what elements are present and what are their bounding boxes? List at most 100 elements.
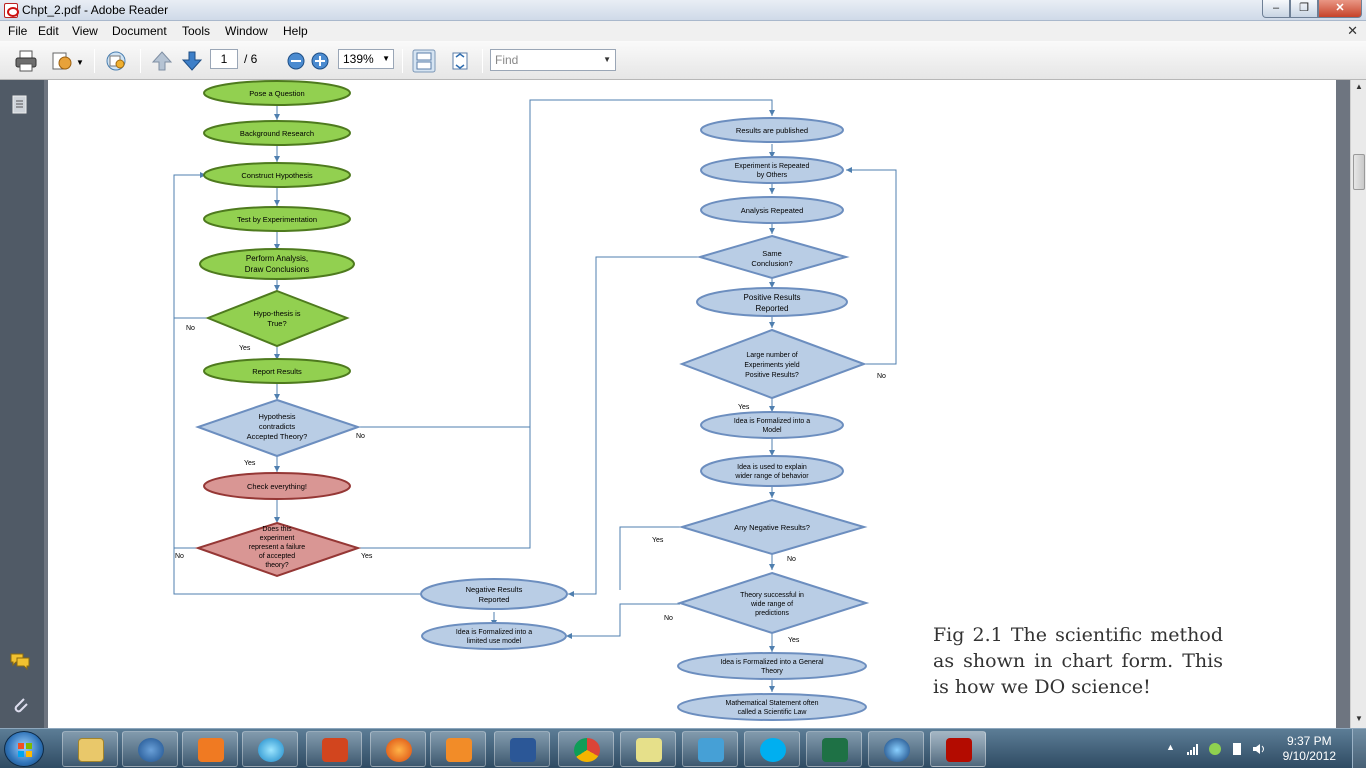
node-label: represent a failure: [249, 544, 306, 551]
fit-page-icon[interactable]: [448, 49, 472, 73]
taskbar-google-earth[interactable]: [868, 731, 924, 767]
taskbar: ▲ 9:37 PM 9/10/2012: [0, 728, 1366, 768]
node-label: by Others: [757, 172, 788, 179]
start-button[interactable]: [4, 731, 44, 767]
zoom-out-icon[interactable]: [284, 49, 308, 73]
close-document-icon[interactable]: ✕: [1347, 23, 1358, 38]
pages-icon[interactable]: [9, 94, 31, 116]
network-signal-icon[interactable]: [1186, 742, 1200, 756]
close-button[interactable]: ✕: [1318, 0, 1362, 18]
messenger-icon: [698, 738, 724, 762]
comment-icon[interactable]: [9, 650, 31, 672]
globe-icon: [258, 738, 284, 762]
toolbar-separator: [402, 49, 403, 73]
node-label: Idea is Formalized into a General: [720, 659, 824, 666]
taskbar-explorer[interactable]: [62, 731, 118, 767]
pdf-page: Pose a Question Background Research Cons…: [48, 80, 1336, 728]
volume-icon[interactable]: [1252, 742, 1266, 756]
node-any-negative: Any Negative Results?: [678, 498, 868, 556]
menu-view[interactable]: View: [72, 24, 98, 38]
node-label: Does this: [262, 526, 292, 533]
toolbar-separator: [94, 49, 95, 73]
menu-file[interactable]: File: [8, 24, 28, 38]
battery-icon[interactable]: [1208, 742, 1222, 756]
node-label: Reported: [479, 595, 510, 604]
node-label: Large number of: [746, 352, 797, 359]
taskbar-powerpoint[interactable]: [306, 731, 362, 767]
taskbar-adobe-reader[interactable]: [930, 731, 986, 767]
node-repeated-by-others: Experiment is Repeated by Others: [700, 156, 844, 184]
zoom-level-select[interactable]: 139% ▼: [338, 49, 394, 69]
node-label: Positive Results?: [745, 372, 799, 379]
minimize-button[interactable]: ‒: [1262, 0, 1290, 18]
powerpoint-icon: [322, 738, 348, 762]
menu-document[interactable]: Document: [112, 24, 167, 38]
label-no: No: [186, 325, 195, 332]
node-label: Positive Results: [744, 293, 801, 302]
media-player-icon: [446, 738, 472, 762]
node-hypothesis-true: Hypo-thesis is True?: [205, 289, 350, 348]
taskbar-word[interactable]: [494, 731, 550, 767]
node-label: of accepted: [259, 553, 295, 560]
scroll-down-icon[interactable]: ▼: [1355, 714, 1363, 723]
system-tray: ▲ 9:37 PM 9/10/2012: [1156, 729, 1366, 768]
taskbar-chrome[interactable]: [558, 731, 614, 767]
node-label: Results are published: [736, 126, 808, 135]
toolbar: ▼: [0, 41, 1366, 80]
show-desktop-button[interactable]: [1352, 729, 1366, 768]
next-page-icon[interactable]: [180, 49, 204, 73]
taskbar-notes[interactable]: [620, 731, 676, 767]
print-icon[interactable]: [14, 49, 38, 73]
menu-edit[interactable]: Edit: [38, 24, 59, 38]
document-viewport[interactable]: Pose a Question Background Research Cons…: [44, 80, 1350, 728]
page-total: / 6: [244, 52, 258, 66]
taskbar-media[interactable]: [430, 731, 486, 767]
window-title: Chpt_2.pdf - Adobe Reader: [22, 3, 169, 17]
taskbar-messenger[interactable]: [682, 731, 738, 767]
adobe-reader-icon: [946, 738, 972, 762]
vertical-scrollbar[interactable]: ▲ ▼: [1350, 80, 1366, 728]
scrolling-mode-icon[interactable]: [412, 49, 436, 73]
taskbar-firefox[interactable]: [370, 731, 426, 767]
device-icon[interactable]: [1230, 742, 1244, 756]
menu-window[interactable]: Window: [225, 24, 268, 38]
taskbar-skype[interactable]: [744, 731, 800, 767]
share-icon[interactable]: [50, 49, 74, 73]
restore-button[interactable]: ❐: [1290, 0, 1318, 18]
menu-tools[interactable]: Tools: [182, 24, 211, 38]
page-number-input[interactable]: 1: [210, 49, 238, 69]
menu-bar: File Edit View Document Tools Window Hel…: [0, 21, 1366, 41]
collaborate-icon[interactable]: [104, 49, 128, 73]
taskbar-office[interactable]: [182, 731, 238, 767]
taskbar-excel[interactable]: [806, 731, 862, 767]
scrollbar-thumb[interactable]: [1353, 154, 1365, 190]
attachment-icon[interactable]: [9, 694, 31, 716]
node-label: Pose a Question: [249, 89, 304, 98]
zoom-in-icon[interactable]: [308, 49, 332, 73]
taskbar-ie[interactable]: [242, 731, 298, 767]
menu-help[interactable]: Help: [283, 24, 308, 38]
node-label: limited use model: [467, 638, 522, 645]
show-hidden-icons-icon[interactable]: ▲: [1166, 742, 1175, 752]
node-report-results: Report Results: [203, 358, 351, 384]
find-input[interactable]: Find ▼: [490, 49, 616, 71]
label-yes: Yes: [788, 637, 800, 644]
clock[interactable]: 9:37 PM 9/10/2012: [1283, 734, 1336, 764]
share-dropdown-arrow-icon[interactable]: ▼: [76, 58, 84, 67]
previous-page-icon[interactable]: [150, 49, 174, 73]
node-label: Conclusion?: [751, 259, 792, 268]
scroll-up-icon[interactable]: ▲: [1355, 82, 1363, 91]
chevron-down-icon[interactable]: ▼: [603, 55, 611, 64]
label-yes: Yes: [361, 553, 373, 560]
node-label: Report Results: [252, 367, 302, 376]
node-label: called a Scientific Law: [738, 709, 808, 716]
clock-date: 9/10/2012: [1282, 749, 1336, 763]
node-label: Construct Hypothesis: [241, 171, 313, 180]
excel-icon: [822, 738, 848, 762]
node-contradicts-theory: Hypothesis contradicts Accepted Theory?: [195, 398, 362, 458]
node-limited-model: Idea is Formalized into a limited use mo…: [421, 622, 567, 650]
node-background-research: Background Research: [203, 120, 351, 146]
node-label: Idea is used to explain: [737, 464, 807, 471]
node-label: True?: [267, 319, 286, 328]
taskbar-hp[interactable]: [122, 731, 178, 767]
